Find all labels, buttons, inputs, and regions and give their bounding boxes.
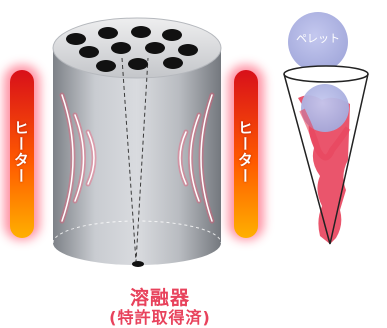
melting-funnel (283, 65, 369, 245)
pellet-label: ペレット (296, 32, 340, 45)
melter-cylinder (52, 17, 222, 267)
heater-right-label: ヒーター (236, 120, 254, 184)
heat-waves-right (177, 92, 215, 224)
melter-holes (66, 26, 198, 72)
heater-left (4, 65, 40, 240)
patent-caption: (特許取得済) (109, 308, 211, 327)
heat-waves-left (59, 92, 97, 224)
melter-caption: 溶融器 (129, 287, 190, 309)
heater-right (228, 65, 264, 240)
pellet (288, 12, 348, 72)
heater-left-label: ヒーター (12, 120, 30, 184)
